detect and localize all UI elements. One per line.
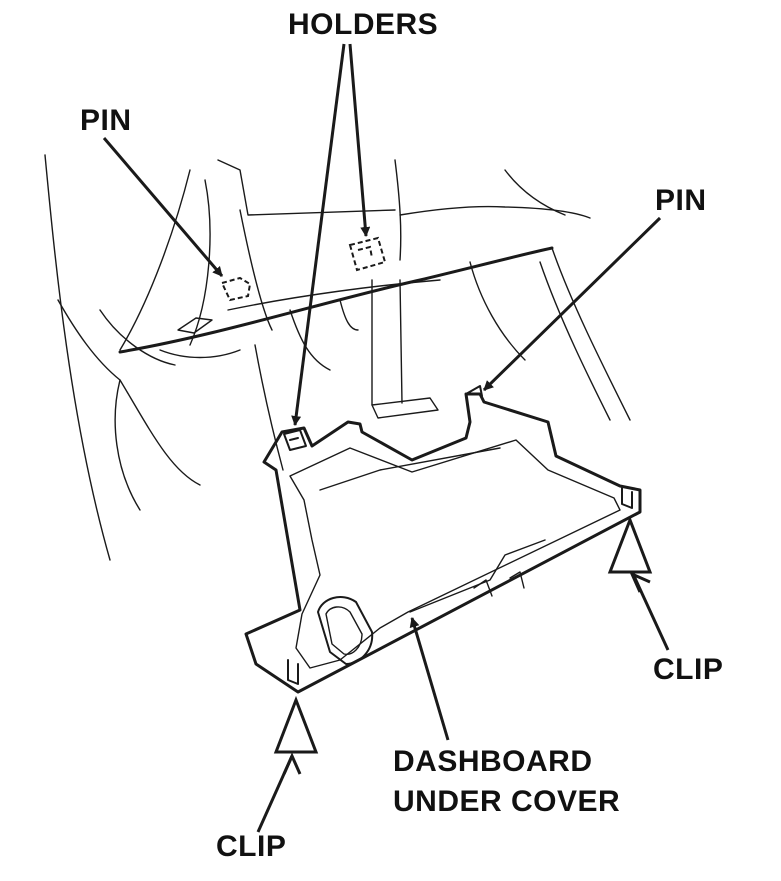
clip-arrow-bottom xyxy=(256,695,319,833)
clip-label-right: CLIP xyxy=(653,653,724,686)
leader-arrows xyxy=(102,43,662,426)
arrow-pin-left xyxy=(102,137,224,277)
part-name-line1: DASHBOARD xyxy=(393,745,593,778)
holders-label: HOLDERS xyxy=(288,8,439,41)
under-cover-part xyxy=(244,385,642,694)
arrow-holders-left xyxy=(291,43,346,426)
arrow-holders-right xyxy=(348,43,371,237)
arrow-pin-right xyxy=(482,216,662,392)
hidden-pin-marker xyxy=(220,276,252,302)
arrow-dashboard-cover xyxy=(409,617,450,741)
pin-label-left: PIN xyxy=(80,104,132,137)
pin-label-right: PIN xyxy=(655,184,707,217)
clip-label-bottom: CLIP xyxy=(216,830,287,863)
dashboard-under-cover-label: DASHBOARD UNDER COVER xyxy=(393,742,620,822)
part-name-line2: UNDER COVER xyxy=(393,785,621,818)
hidden-holder-marker xyxy=(348,236,387,272)
clip-arrow-right xyxy=(607,515,670,651)
background-interior xyxy=(44,154,631,561)
